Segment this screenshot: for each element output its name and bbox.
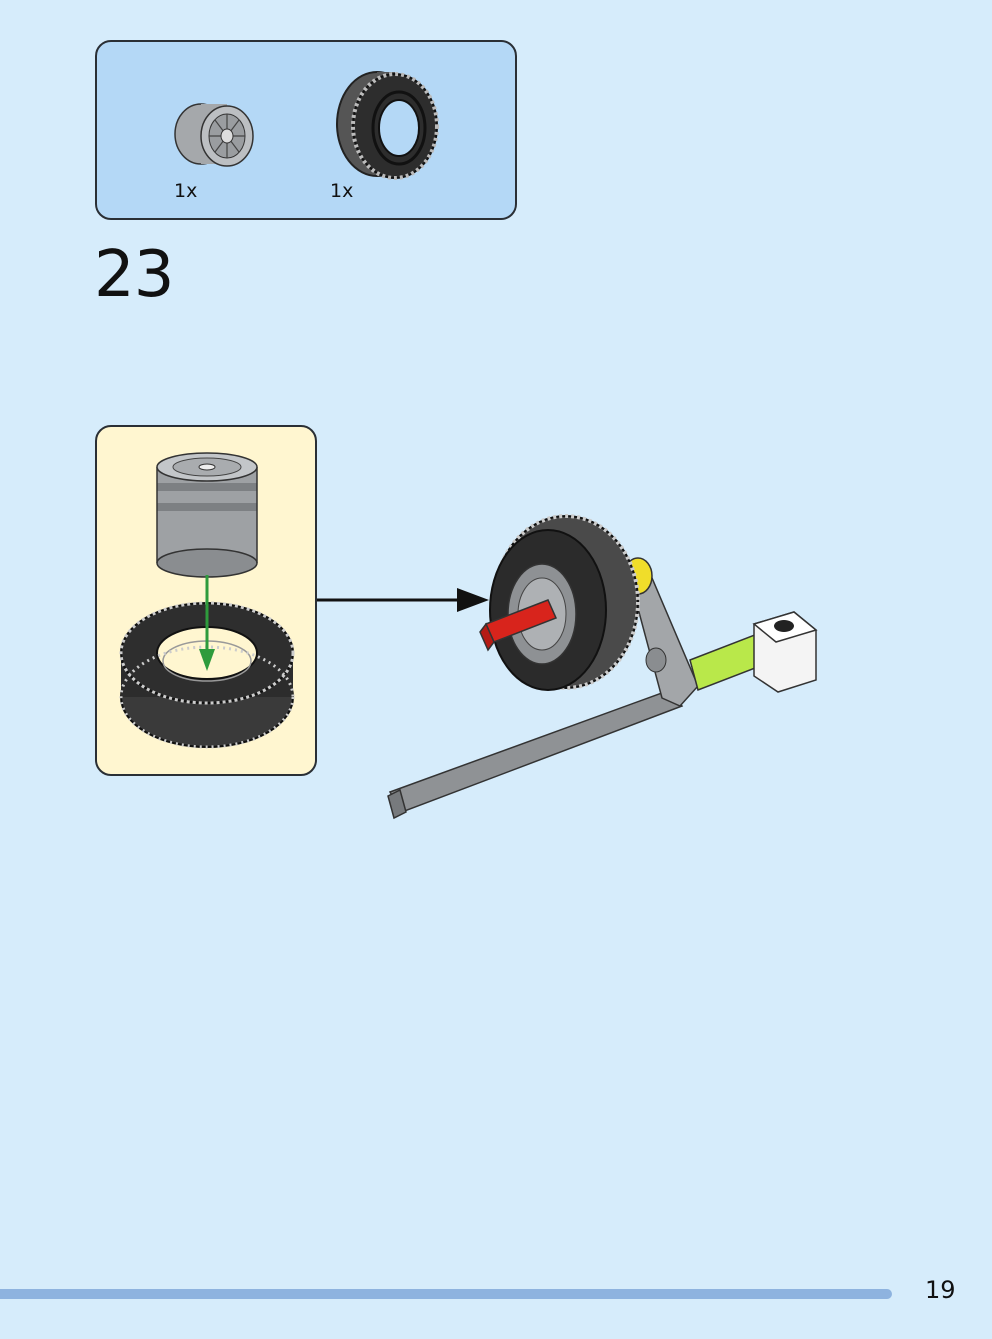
model-assembly-illustration xyxy=(387,514,818,820)
step-number: 23 xyxy=(94,238,174,312)
page-number: 19 xyxy=(925,1276,956,1304)
tire-icon xyxy=(336,71,439,180)
parts-list-box: 1x 1x xyxy=(95,40,517,220)
callout-arrow-icon xyxy=(317,588,489,612)
sub-assembly-callout xyxy=(95,425,317,776)
part-quantity: 1x xyxy=(174,180,198,202)
progress-bar xyxy=(0,1289,892,1299)
part-quantity: 1x xyxy=(330,180,354,202)
wheel-rim-icon xyxy=(174,103,254,167)
wheel-into-tire-icon xyxy=(119,452,295,749)
